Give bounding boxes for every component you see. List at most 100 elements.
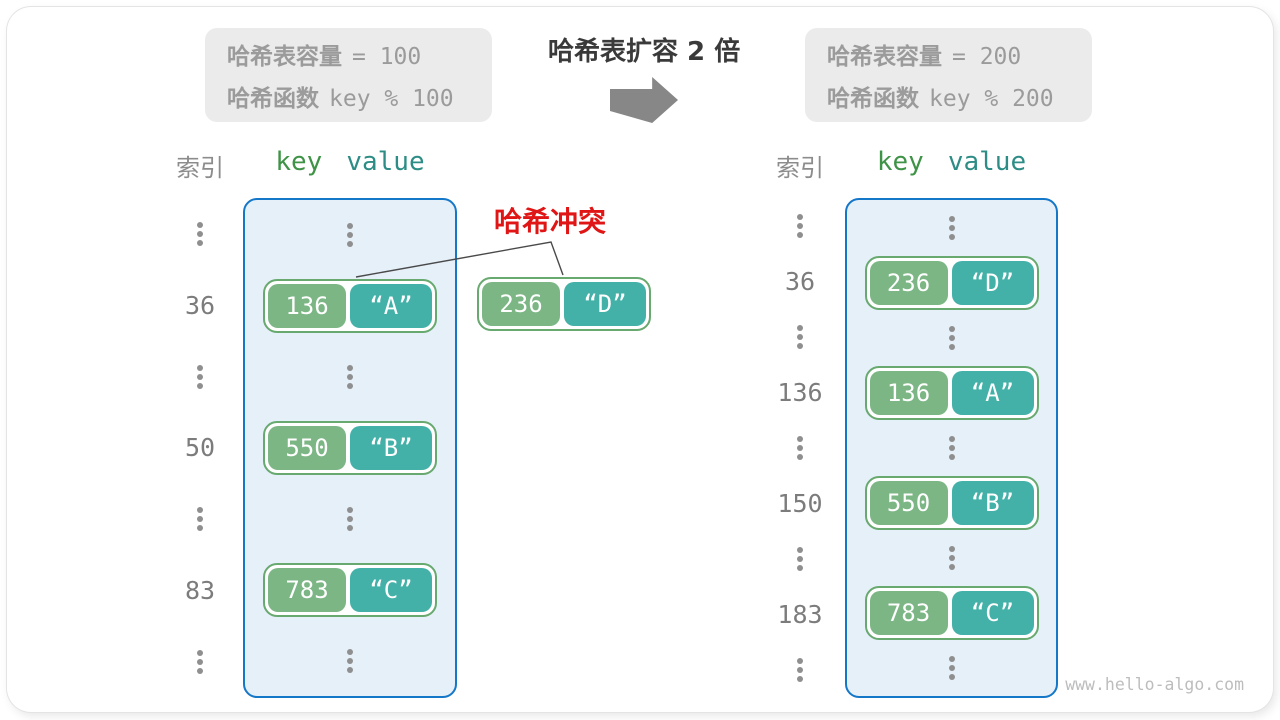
- key-value-pair: 783“C”: [263, 562, 437, 617]
- table-row: [170, 484, 230, 555]
- table-row: [770, 198, 830, 254]
- table-row: 550“B”: [245, 413, 455, 484]
- capacity-line: 哈希表容量 = 200: [827, 37, 1070, 71]
- hash-function-line: 哈希函数 key % 100: [227, 79, 470, 113]
- collision-label: 哈希冲突: [494, 205, 607, 238]
- table-row: [245, 625, 455, 696]
- watermark: www.hello-algo.com: [1065, 675, 1244, 694]
- vertical-ellipsis-icon: [347, 365, 353, 390]
- vertical-ellipsis-icon: [797, 658, 803, 683]
- value-header: value: [346, 147, 425, 177]
- capacity-label: 哈希表容量: [227, 44, 342, 70]
- key-value-pair: 550“B”: [864, 476, 1039, 531]
- vertical-ellipsis-icon: [797, 213, 803, 238]
- vertical-ellipsis-icon: [948, 546, 955, 571]
- table-row: [770, 420, 830, 476]
- hash-function-label: 哈希函数: [827, 86, 919, 112]
- index-label: 183: [777, 600, 823, 630]
- vertical-ellipsis-icon: [948, 656, 955, 681]
- vertical-ellipsis-icon: [948, 435, 955, 460]
- key-cell: 136: [268, 284, 346, 329]
- key-value-pair: 550“B”: [263, 421, 437, 475]
- key-header: key: [275, 147, 323, 177]
- vertical-ellipsis-icon: [197, 364, 203, 389]
- hash-bucket-before: 136“A” 550“B” 783“C”: [243, 198, 457, 698]
- index-header-after: 索引: [776, 154, 824, 182]
- table-row: [847, 641, 1056, 696]
- hash-function-label: 哈希函数: [227, 86, 319, 112]
- capacity-value: = 200: [952, 44, 1022, 70]
- value-cell: “B”: [350, 426, 432, 470]
- table-row: [170, 627, 230, 698]
- collision-key-value-pair: 236 “D”: [477, 277, 651, 331]
- table-row: 36: [170, 269, 230, 340]
- table-row: [847, 310, 1056, 365]
- value-cell: “C”: [350, 567, 432, 612]
- value-cell: “D”: [951, 260, 1034, 305]
- table-row: 136“A”: [245, 271, 455, 342]
- table-row: 550“B”: [847, 476, 1056, 531]
- value-cell: “D”: [564, 282, 646, 326]
- table-row: 183: [770, 587, 830, 643]
- table-row: [245, 483, 455, 554]
- table-row: [847, 200, 1056, 255]
- table-row: 136: [770, 365, 830, 421]
- vertical-ellipsis-icon: [197, 650, 203, 675]
- index-label: 36: [784, 266, 816, 296]
- key-value-pair: 136“A”: [864, 365, 1039, 420]
- hash-function-line: 哈希函数 key % 200: [827, 79, 1070, 113]
- vertical-ellipsis-icon: [948, 325, 955, 350]
- table-row: 150: [770, 476, 830, 532]
- hash-bucket-after: 236“D” 136“A” 550“B” 783“C”: [845, 198, 1058, 698]
- kv-header-before: key value: [243, 147, 457, 177]
- key-cell: 236: [482, 282, 560, 326]
- table-row: [245, 342, 455, 413]
- value-cell: “B”: [951, 481, 1034, 526]
- table-row: 83: [170, 555, 230, 626]
- key-cell: 136: [869, 370, 948, 415]
- key-value-pair: 136“A”: [263, 279, 437, 334]
- key-value-pair: 236“D”: [864, 255, 1039, 310]
- index-label: 50: [184, 433, 216, 463]
- table-row: 136“A”: [847, 365, 1056, 420]
- index-column-before: 36 50 83: [170, 198, 230, 698]
- table-row: [770, 643, 830, 699]
- vertical-ellipsis-icon: [797, 436, 803, 461]
- value-cell: “C”: [951, 591, 1034, 636]
- table-row: 236“D”: [847, 255, 1056, 310]
- table-row: [770, 309, 830, 365]
- vertical-ellipsis-icon: [797, 547, 803, 572]
- key-value-pair: 783“C”: [864, 586, 1039, 641]
- key-cell: 550: [869, 481, 948, 526]
- table-row: 783“C”: [245, 554, 455, 625]
- table-row: 783“C”: [847, 586, 1056, 641]
- hash-function-value: key % 200: [929, 86, 1054, 112]
- key-header: key: [876, 147, 924, 177]
- table-row: [170, 198, 230, 269]
- vertical-ellipsis-icon: [797, 324, 803, 349]
- value-header: value: [947, 147, 1027, 177]
- vertical-ellipsis-icon: [347, 223, 353, 248]
- index-header-before: 索引: [176, 154, 224, 182]
- capacity-label: 哈希表容量: [827, 44, 942, 70]
- value-cell: “A”: [951, 370, 1034, 415]
- index-label: 83: [184, 576, 216, 606]
- hash-function-value: key % 100: [329, 86, 454, 112]
- vertical-ellipsis-icon: [347, 648, 353, 673]
- capacity-box-before: 哈希表容量 = 100 哈希函数 key % 100: [205, 28, 492, 122]
- index-column-after: 36 136 150 183: [770, 198, 830, 698]
- index-label: 136: [777, 377, 823, 407]
- capacity-value: = 100: [352, 44, 422, 70]
- diagram-card-background: [7, 7, 1273, 712]
- key-cell: 783: [268, 567, 346, 612]
- table-row: 50: [170, 412, 230, 483]
- key-cell: 236: [869, 260, 948, 305]
- capacity-box-after: 哈希表容量 = 200 哈希函数 key % 200: [805, 28, 1092, 122]
- table-row: [847, 420, 1056, 475]
- vertical-ellipsis-icon: [948, 215, 955, 240]
- table-row: [770, 531, 830, 587]
- key-cell: 783: [869, 591, 948, 636]
- table-row: [847, 531, 1056, 586]
- index-label: 150: [777, 489, 823, 519]
